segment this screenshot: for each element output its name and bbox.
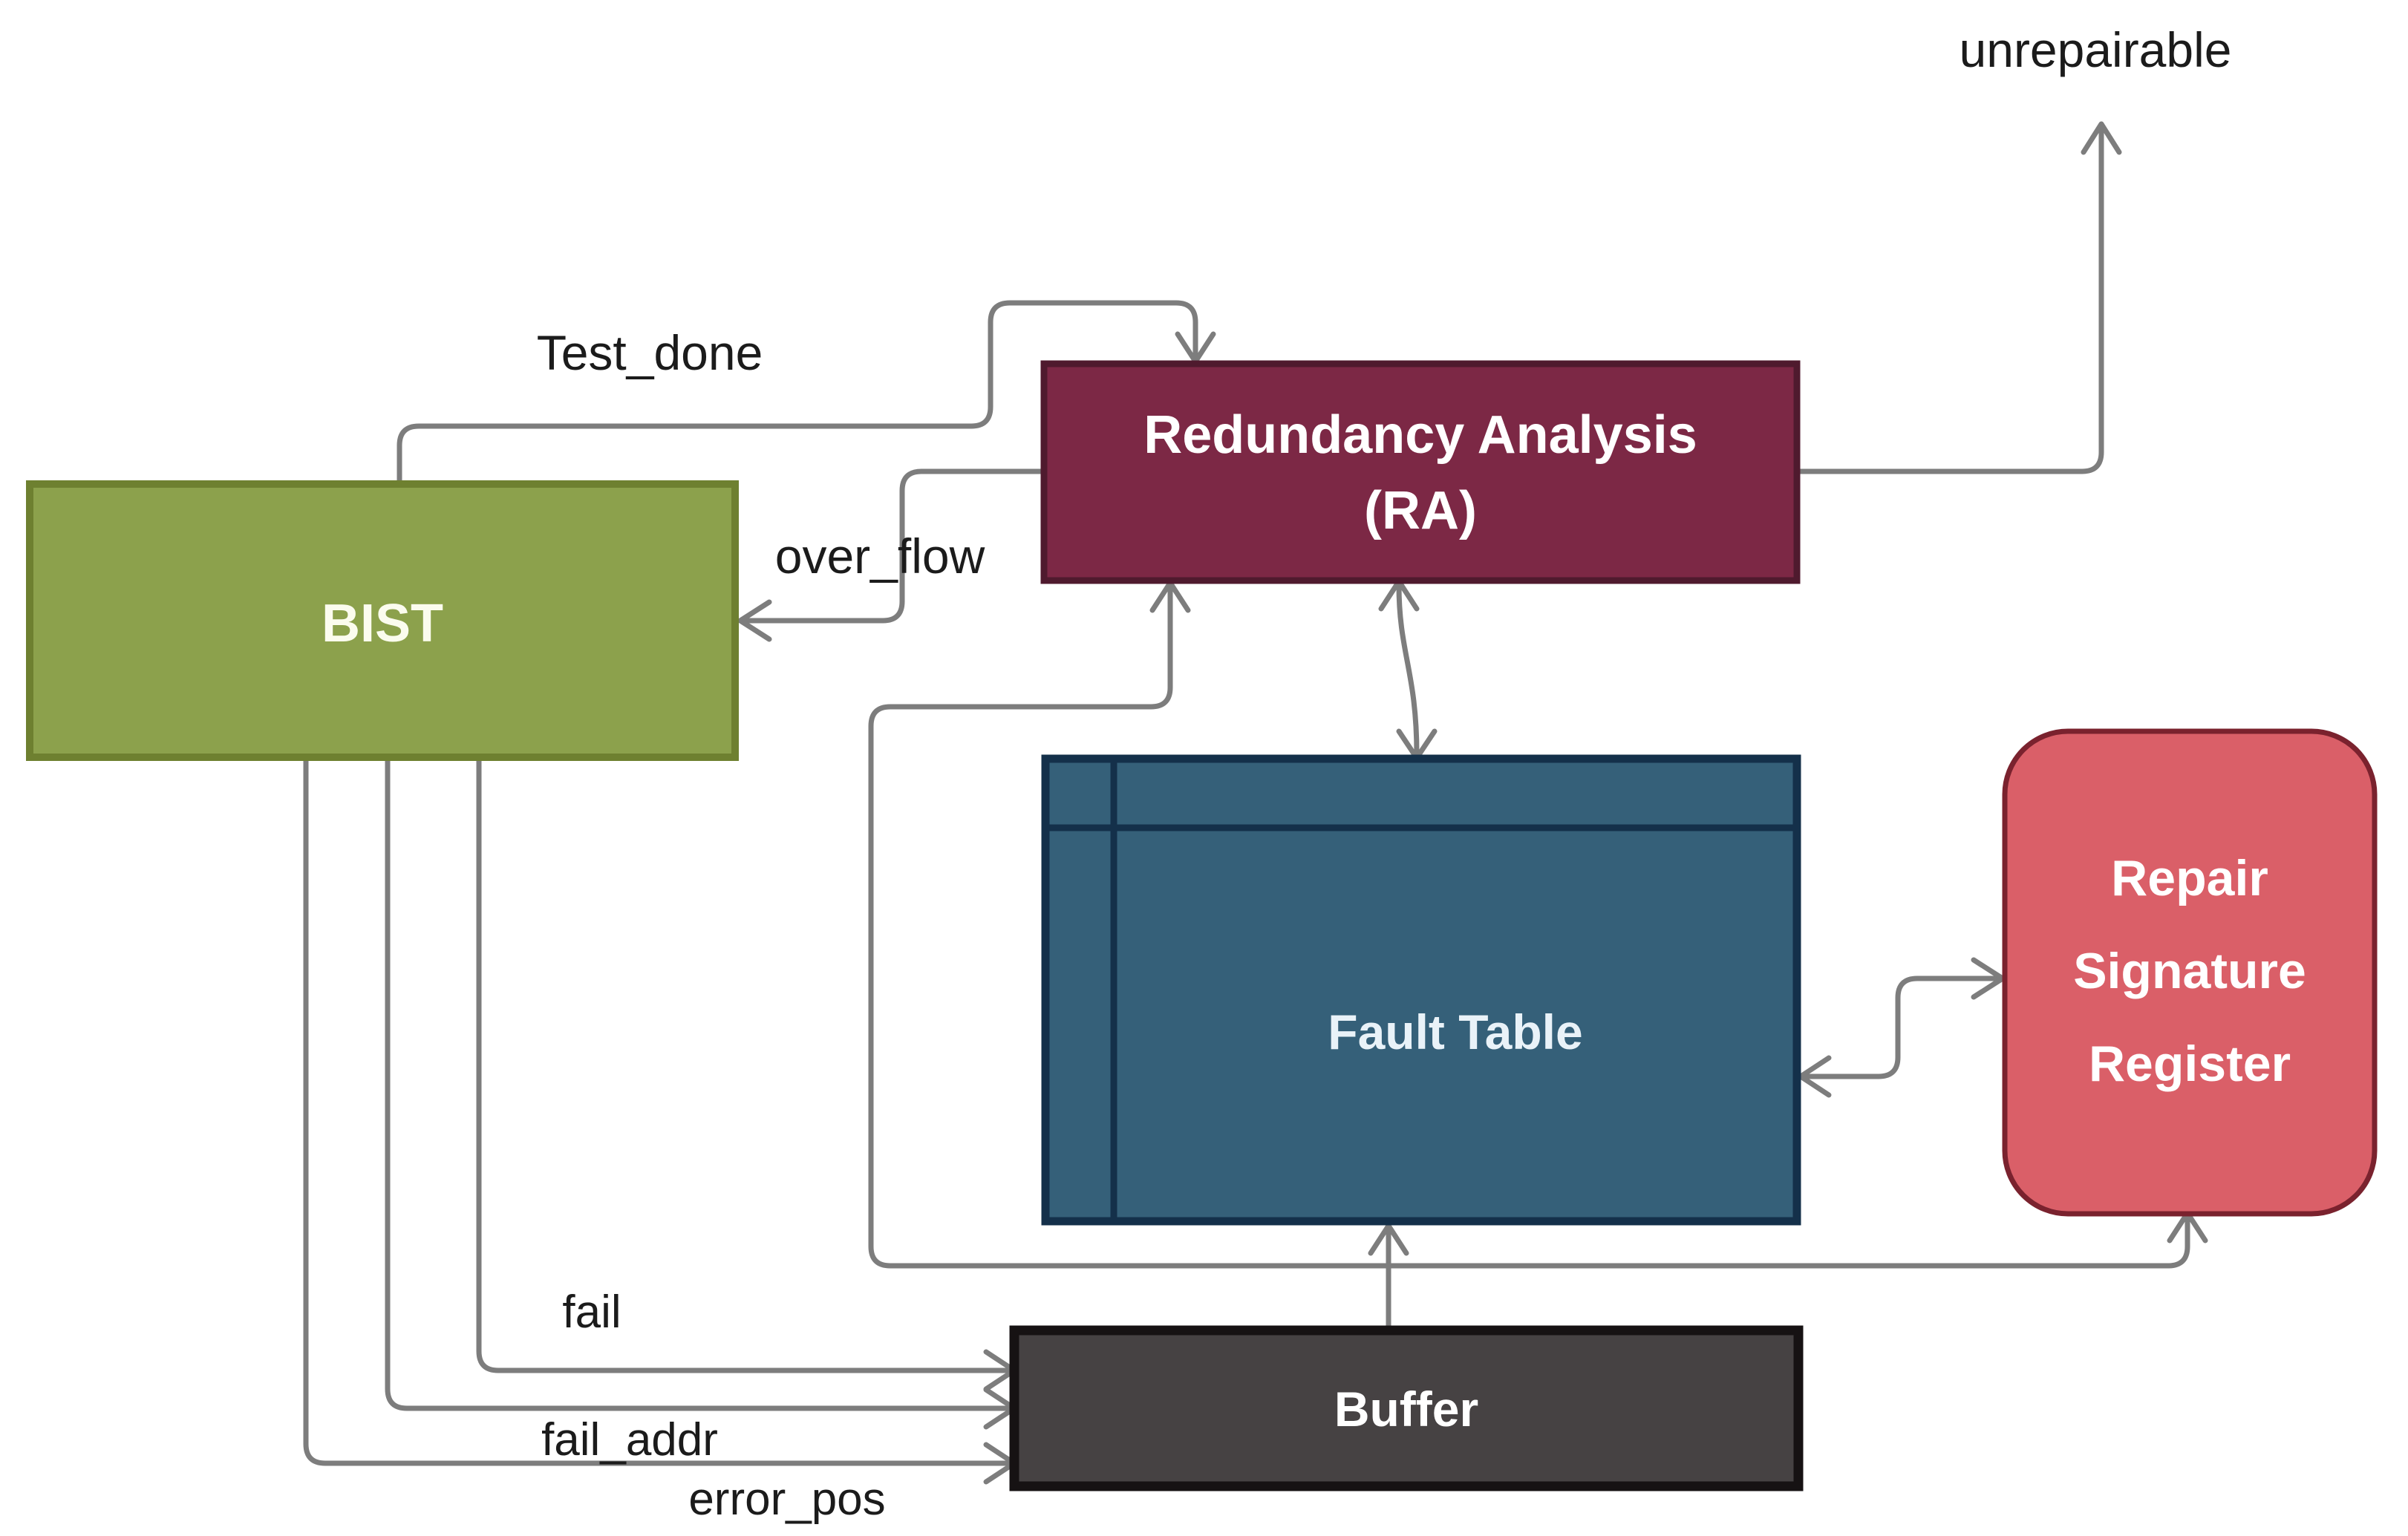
wires	[303, 121, 2208, 1485]
over-flow-wire	[741, 468, 1047, 624]
test-done-label: Test_done	[537, 325, 763, 380]
fault-table-block: Fault Table	[1041, 754, 1801, 1226]
fail-wire	[476, 754, 1013, 1373]
fault-table-rsr-wire	[1801, 975, 2002, 1079]
arrowhead-into-fault-table-bottom	[1368, 1223, 1409, 1256]
bist-block: BIST	[26, 480, 739, 761]
repair-signature-register-label-line1: Repair	[2111, 850, 2268, 906]
over-flow-label: over_flow	[775, 529, 985, 584]
redundancy-analysis-rect	[1040, 360, 1801, 584]
test-done-wire	[397, 300, 1198, 487]
fail-label: fail	[562, 1287, 621, 1338]
fault-table-rect	[1041, 754, 1801, 1226]
unrepairable-wire	[1794, 125, 2104, 474]
repair-signature-register-block: Repair Signature Register	[2002, 728, 2378, 1217]
arrowhead-unrepairable	[2081, 121, 2122, 155]
fail-addr-wire	[385, 754, 1013, 1411]
error-pos-label: error_pos	[688, 1474, 885, 1525]
unrepairable-label: unrepairable	[1960, 22, 2232, 77]
buffer-block: Buffer	[1009, 1325, 1804, 1491]
repair-signature-register-label-line2: Signature	[2073, 943, 2306, 999]
redundancy-analysis-label-line1: Redundancy Analysis	[1143, 405, 1697, 465]
signal-labels: Test_done over_flow unrepairable fail fa…	[537, 22, 2232, 1525]
error-pos-wire	[303, 754, 1013, 1466]
buffer-label: Buffer	[1334, 1382, 1478, 1437]
buffer-rect	[1009, 1325, 1804, 1491]
bist-rect	[26, 480, 739, 761]
repair-signature-register-rect	[2002, 728, 2378, 1217]
redundancy-analysis-label-line2: (RA)	[1364, 481, 1477, 540]
fail-addr-label: fail_addr	[541, 1414, 718, 1465]
ra-fault-table-wire	[1396, 582, 1420, 757]
repair-signature-register-label-line3: Register	[2089, 1036, 2291, 1092]
fault-table-label: Fault Table	[1328, 1004, 1582, 1059]
ra-rsr-branch-wire	[868, 584, 2190, 1269]
redundancy-analysis-block: Redundancy Analysis (RA)	[1040, 360, 1801, 584]
bist-label: BIST	[322, 594, 443, 653]
arrowhead-into-bist-right	[737, 599, 772, 642]
